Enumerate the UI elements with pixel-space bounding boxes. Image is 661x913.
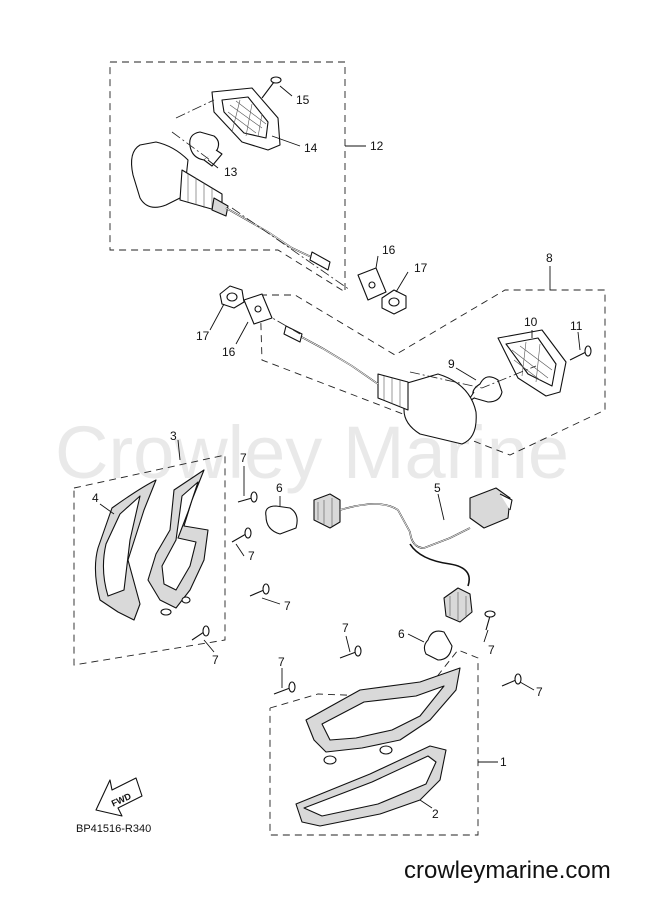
callout-7-h: 7 (536, 685, 543, 699)
screw-15 (261, 76, 282, 99)
screw-7-f (273, 681, 296, 695)
signal-housing-upper (131, 141, 229, 217)
bulb-6-lower (423, 630, 453, 661)
callout-7-b: 7 (248, 549, 255, 563)
callout-7-e: 7 (342, 621, 349, 635)
nut-17-mid (219, 285, 245, 309)
connector-right (283, 325, 303, 343)
socket-upper (313, 493, 341, 529)
nut-17-upper (381, 289, 407, 315)
callout-7-a: 7 (240, 451, 247, 465)
callout-4: 4 (92, 491, 99, 505)
screw-7-b (231, 527, 252, 543)
callout-numbers: 15 14 12 13 16 17 8 10 11 9 17 16 3 4 7 … (92, 93, 583, 821)
callout-5: 5 (434, 481, 441, 495)
callout-2: 2 (432, 807, 439, 821)
callout-13: 13 (224, 165, 238, 179)
callout-12: 12 (370, 139, 384, 153)
group-outline-12 (109, 61, 346, 293)
callout-17-upper: 17 (414, 261, 428, 275)
leader-lines (99, 85, 581, 809)
callout-6-lower: 6 (398, 627, 405, 641)
connector-upper (309, 251, 331, 271)
lens-10 (497, 329, 567, 397)
callout-14: 14 (304, 141, 318, 155)
connector-harness (469, 487, 511, 529)
screw-7-a (237, 491, 258, 503)
group-outline-8 (259, 289, 606, 456)
callout-3: 3 (170, 429, 177, 443)
callout-17-mid: 17 (196, 329, 210, 343)
callout-7-d: 7 (212, 653, 219, 667)
callout-7-f: 7 (278, 655, 285, 669)
bulb-13 (189, 131, 223, 167)
screw-7-c (249, 583, 270, 597)
screw-7-e (339, 645, 362, 659)
callout-11: 11 (570, 319, 583, 333)
callout-6-upper: 6 (276, 481, 283, 495)
diagram-code: BP41516-R340 (76, 823, 151, 835)
screw-7-d (191, 625, 210, 641)
screw-7-g (484, 610, 496, 631)
screw-11 (569, 345, 592, 361)
lens-14 (211, 87, 281, 151)
harness-5 (339, 503, 471, 587)
signal-housing-right (377, 373, 477, 445)
bulb-6-upper (265, 505, 298, 535)
screw-7-h (501, 673, 522, 687)
watermark: Crowley Marine (55, 411, 569, 494)
callout-7-c: 7 (284, 599, 291, 613)
callout-7-g: 7 (488, 643, 495, 657)
callout-16-mid: 16 (222, 345, 236, 359)
callout-1: 1 (500, 755, 507, 769)
footer-website: crowleymarine.com (404, 857, 611, 884)
callout-10: 10 (524, 315, 538, 329)
callout-16-upper: 16 (382, 243, 396, 257)
fwd-arrow-icon: FWD (95, 777, 143, 817)
callout-9: 9 (448, 357, 455, 371)
callout-8: 8 (546, 251, 553, 265)
wire-right (295, 333, 379, 385)
group-outline-3 (73, 454, 226, 666)
callout-15: 15 (296, 93, 310, 107)
